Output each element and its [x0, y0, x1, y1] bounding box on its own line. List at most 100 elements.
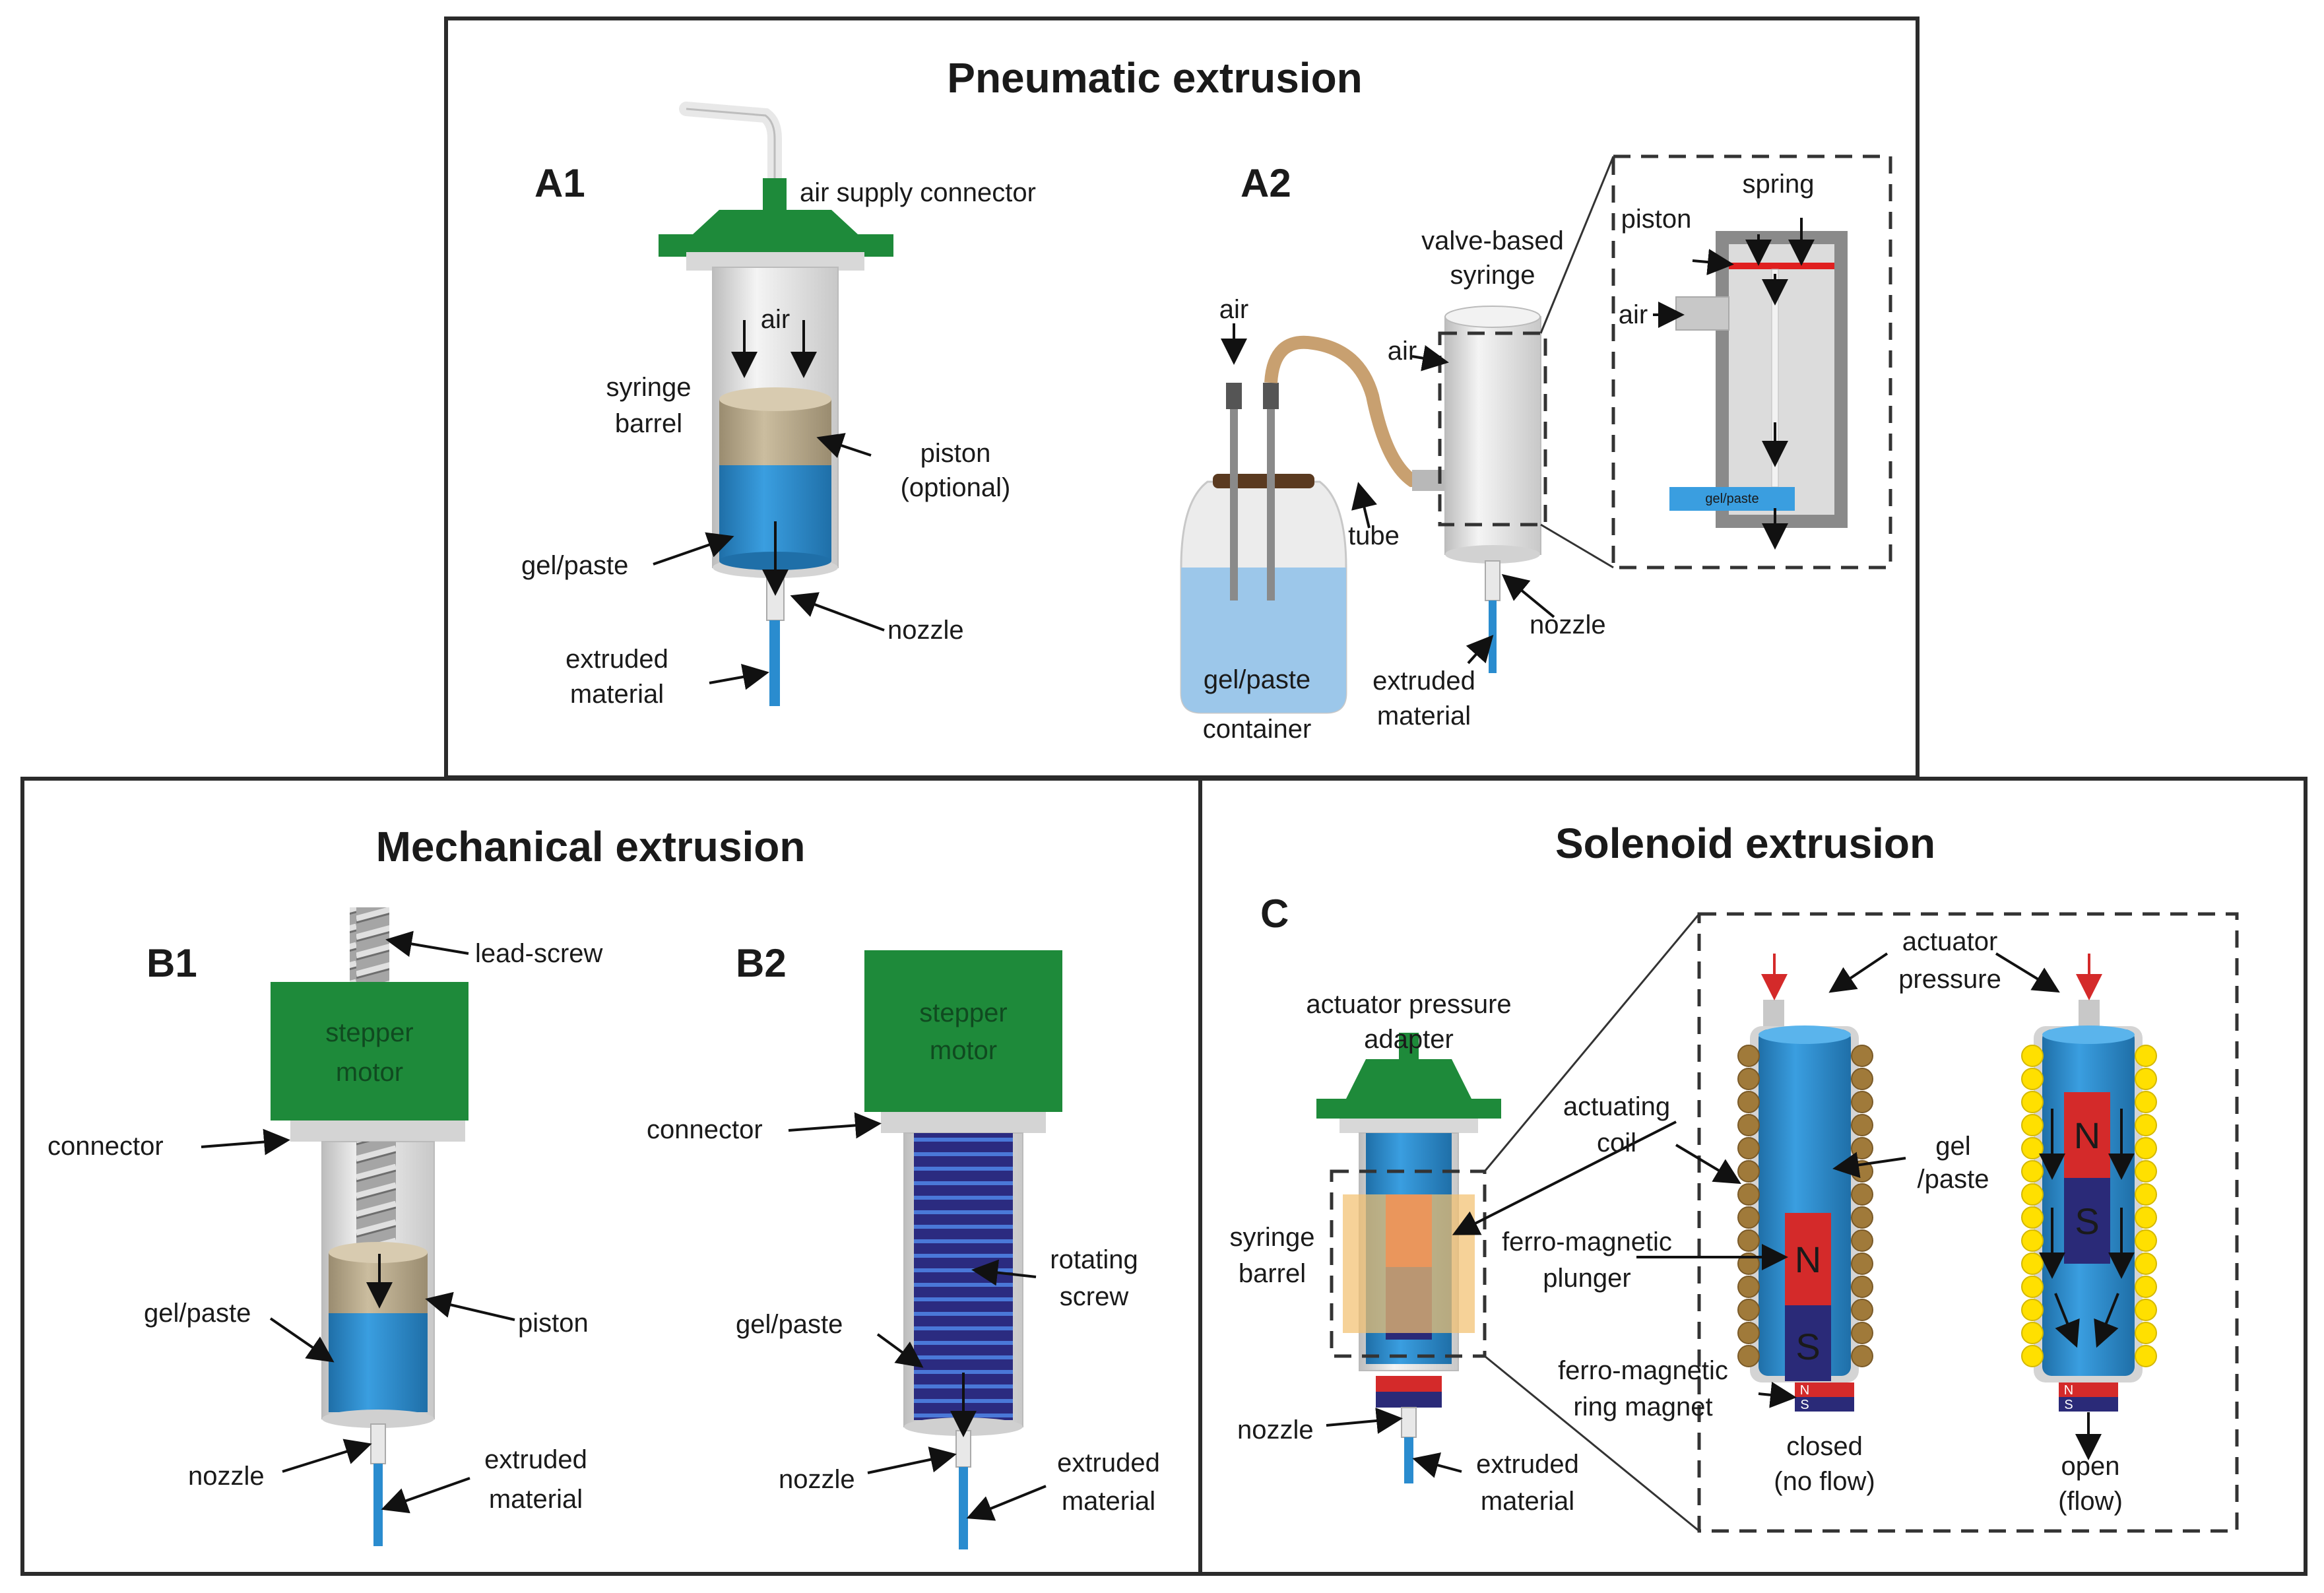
b2-connector-label: connector	[647, 1115, 763, 1144]
a2-air-left-label: air	[1219, 295, 1248, 324]
c-plunger-label-1: ferro-magnetic	[1502, 1227, 1672, 1256]
c-actuator-label: actuator	[1902, 927, 1998, 956]
a2-spring-label: spring	[1743, 170, 1815, 199]
b1-gel	[329, 1313, 428, 1412]
b2-gel-paste-label: gel/paste	[736, 1310, 843, 1339]
c-closed-plunger	[1785, 1213, 1831, 1305]
c-open-solenoid: N S N S	[2021, 954, 2157, 1460]
a1-air-connector	[763, 178, 787, 212]
c-open-plunger	[2064, 1092, 2110, 1178]
b1-motor-label-2: motor	[336, 1058, 403, 1087]
c-barrel-label: barrel	[1239, 1259, 1306, 1288]
c-open-ring-s: S	[2064, 1398, 2073, 1412]
a1-air-label: air	[761, 305, 790, 334]
c-closed-pole-s: S	[1795, 1326, 1820, 1367]
b1-lead-screw-extruder: B1 stepper motor lead-screw connector ge…	[48, 907, 603, 1546]
b2-extruded-material	[959, 1467, 968, 1549]
b1-material-label: material	[489, 1485, 583, 1514]
b1-extruded-material	[373, 1464, 383, 1546]
b2-rotating-label: rotating	[1050, 1245, 1138, 1274]
c-pressure-label: pressure	[1898, 965, 2001, 994]
a1-extruded-label: extruded	[565, 645, 668, 674]
a1-extruded-material	[769, 620, 780, 706]
b1-connector	[290, 1121, 465, 1142]
b1-nozzle-label: nozzle	[188, 1462, 265, 1491]
c-extruded-material	[1404, 1437, 1413, 1483]
a2-material-label: material	[1377, 701, 1471, 731]
mechanical-title: Mechanical extrusion	[376, 823, 806, 870]
solenoid-title: Solenoid extrusion	[1555, 820, 1935, 867]
c-closed-pole-n: N	[1795, 1239, 1821, 1280]
b1-motor	[271, 982, 468, 1121]
c-syringe-label: syringe	[1230, 1223, 1315, 1252]
b2-screw-label: screw	[1060, 1282, 1129, 1311]
c-coil	[1343, 1194, 1475, 1333]
c-closed-ring-magnet	[1795, 1382, 1854, 1397]
a1-cap	[693, 210, 858, 234]
c-plunger-label-2: plunger	[1543, 1264, 1630, 1293]
c-open-ring-n: N	[2064, 1383, 2073, 1398]
a1-syringe: A1 air supply connector air syringe bar	[521, 102, 1036, 709]
a2-tube	[1264, 335, 1435, 487]
c-adapter-label-2: adapter	[1364, 1025, 1454, 1054]
b1-lead-screw-label: lead-screw	[475, 939, 603, 968]
c-adapter-label-1: actuator pressure	[1306, 990, 1511, 1019]
b1-gel-paste-label: gel/paste	[144, 1299, 251, 1328]
a2-air-mid-label: air	[1388, 337, 1417, 366]
a2-label: A2	[1241, 161, 1291, 205]
c-closed-coil-windings	[1737, 1045, 1873, 1367]
pneumatic-title: Pneumatic extrusion	[947, 54, 1363, 102]
b1-lead-screw	[350, 907, 389, 983]
a2-gel-paste-label: gel/paste	[1204, 665, 1310, 694]
b1-extruded-label: extruded	[484, 1445, 587, 1474]
b1-label: B1	[146, 941, 197, 985]
c-nozzle	[1401, 1407, 1417, 1438]
c-extruded-label: extruded	[1476, 1450, 1579, 1479]
a2-tube-label: tube	[1348, 521, 1400, 550]
a2-syringe-label: syringe	[1450, 261, 1535, 290]
c-open-label-2: (flow)	[2058, 1487, 2123, 1516]
b1-piston-label: piston	[518, 1309, 589, 1338]
c-closed-label-1: closed	[1786, 1432, 1863, 1461]
a2-container-gel	[1181, 568, 1346, 713]
b1-nozzle	[370, 1423, 386, 1464]
a2-air-inset-label: air	[1619, 300, 1648, 329]
a2-valve-label: valve-based	[1421, 226, 1564, 255]
c-open-label-1: open	[2061, 1452, 2120, 1481]
a2-nozzle-label: nozzle	[1530, 610, 1606, 639]
c-ring-label-2: ring magnet	[1573, 1392, 1712, 1421]
mechanical-panel-frame	[20, 777, 1202, 1576]
b2-motor-label-1: stepper	[919, 998, 1007, 1027]
a1-barrel-label: barrel	[615, 409, 682, 438]
a1-nozzle-label: nozzle	[888, 616, 964, 645]
c-adapter	[1346, 1059, 1471, 1099]
c-ring-label-1: ferro-magnetic	[1558, 1356, 1728, 1385]
c-coil-label-1: actuating	[1563, 1092, 1670, 1121]
c-closed-ring-s: S	[1800, 1398, 1809, 1412]
a1-air-tube	[679, 102, 782, 192]
a2-syringe-body	[1444, 316, 1541, 555]
b2-motor-label-2: motor	[930, 1036, 997, 1065]
c-open-pole-n: N	[2074, 1115, 2100, 1156]
b1-connector-label: connector	[48, 1132, 164, 1161]
a1-label: A1	[534, 161, 585, 205]
c-closed-ring-n: N	[1800, 1383, 1809, 1398]
c-closed-label-2: (no flow)	[1774, 1467, 1875, 1496]
c-nozzle-label: nozzle	[1237, 1415, 1314, 1445]
a1-gel-paste-label: gel/paste	[521, 551, 628, 580]
c-open-pole-s: S	[2075, 1200, 2099, 1242]
a2-valve-syringe: A2 gel/paste	[1180, 154, 1892, 744]
a2-container-label: container	[1203, 715, 1312, 744]
a2-piston-label: piston	[1621, 205, 1692, 234]
c-coil-label-2: coil	[1597, 1128, 1636, 1157]
c-gel-label: gel	[1935, 1132, 1970, 1161]
a1-piston-optional-label: (optional)	[901, 473, 1011, 502]
b1-motor-label-1: stepper	[325, 1018, 413, 1047]
c-closed-solenoid: N S N S	[1737, 954, 1873, 1412]
b2-rotating-screw-extruder: B2 stepper motor connector rotating scre…	[647, 941, 1160, 1549]
a1-air-supply-connector-label: air supply connector	[800, 178, 1036, 207]
c-label: C	[1260, 892, 1289, 936]
c-paste-label: /paste	[1918, 1165, 1989, 1194]
b2-material-label: material	[1062, 1487, 1155, 1516]
